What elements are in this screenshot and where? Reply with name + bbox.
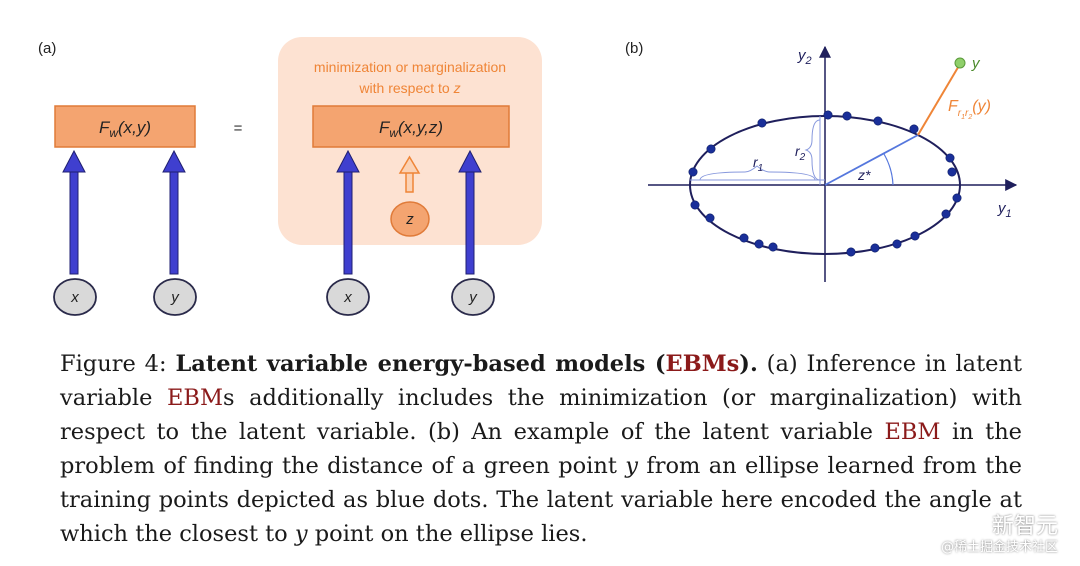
node-z: z <box>390 201 430 237</box>
angle-arc <box>883 153 894 186</box>
svg-text:y: y <box>468 289 478 306</box>
arrow-x-left <box>62 149 86 275</box>
angle-line <box>824 134 919 186</box>
svg-text:x: x <box>70 289 79 306</box>
figure-caption: Figure 4: Latent variable energy-based m… <box>60 351 1023 547</box>
arrow-y-right <box>458 149 482 275</box>
node-y-right: y <box>451 278 495 316</box>
r1-brace <box>699 165 816 181</box>
panel-a-label: (a) <box>38 40 56 57</box>
svg-text:z: z <box>405 211 414 228</box>
node-x-left: x <box>53 278 97 316</box>
watermark-line2: @稀土掘金技术社区 <box>940 540 1058 555</box>
energy-box-left <box>54 105 196 148</box>
r1-label: r1 <box>753 154 763 174</box>
panel-b-label: (b) <box>625 40 643 57</box>
energy-line <box>917 63 961 136</box>
axis-y2-label: y2 <box>797 47 812 67</box>
r2-brace <box>804 119 821 181</box>
arrow-y-left <box>162 149 186 275</box>
training-dots <box>688 110 962 257</box>
axis-y1-label: y1 <box>997 200 1012 220</box>
figure: (a) Fw(x,y) = x y minimization or margin… <box>38 37 1018 316</box>
svg-text:x: x <box>343 289 352 306</box>
arrow-x-right <box>336 149 360 275</box>
node-y-left: y <box>153 278 197 316</box>
point-y-label: y <box>971 55 981 72</box>
minimization-text-line2: with respect to z <box>358 80 460 96</box>
energy-box-right-label: Fw(x,y,z) <box>379 118 443 140</box>
r2-label: r2 <box>795 143 806 163</box>
svg-text:y: y <box>170 289 180 306</box>
node-x-right: x <box>326 278 370 316</box>
minimization-text-line1: minimization or marginalization <box>314 59 506 75</box>
energy-box-left-label: Fw(x,y) <box>99 118 151 140</box>
green-point-y <box>954 57 966 69</box>
equals-sign: = <box>234 120 243 137</box>
energy-box-right <box>312 105 510 148</box>
energy-label: Fr1r2(y) <box>948 98 991 121</box>
zstar-label: z* <box>857 167 871 183</box>
arrow-z <box>398 155 421 193</box>
watermark-line1: 新智元 <box>991 514 1058 539</box>
